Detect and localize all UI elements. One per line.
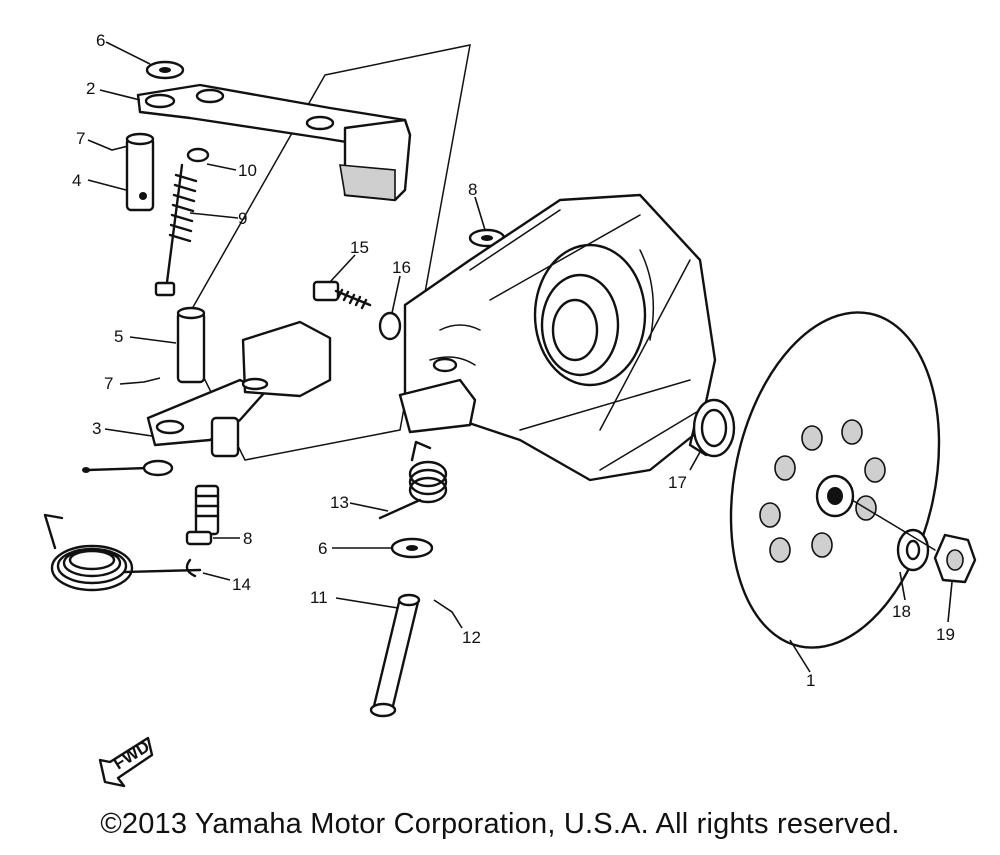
callout-5: 5 xyxy=(114,327,123,346)
cap-nut xyxy=(186,147,210,163)
lock-nut xyxy=(378,311,402,341)
callout-19: 19 xyxy=(936,625,955,644)
upper-arm-bracket xyxy=(136,83,412,202)
long-shaft xyxy=(369,593,421,718)
callout-3: 3 xyxy=(92,419,101,438)
flat-washer xyxy=(896,528,930,572)
small-bolt-washer xyxy=(82,459,174,477)
threaded-stud xyxy=(185,484,220,546)
callout-13: 13 xyxy=(330,493,349,512)
mounting-bolt xyxy=(312,280,372,310)
callout-7-top: 7 xyxy=(76,129,85,148)
callout-numbers: 6 2 7 4 10 9 8 15 16 5 7 3 17 13 8 6 14 … xyxy=(72,31,955,690)
sheave-disc xyxy=(729,311,941,649)
cast-housing xyxy=(398,193,717,482)
bearing-bushing xyxy=(688,398,736,458)
exploded-parts-diagram: FWD 6 2 7 4 10 9 8 15 16 5 xyxy=(43,31,977,788)
coil-spring-left xyxy=(43,513,202,592)
callout-8-lower: 8 xyxy=(243,529,252,548)
callout-1: 1 xyxy=(806,671,815,690)
pivot-bushing-lower xyxy=(176,306,206,384)
callout-2: 2 xyxy=(86,79,95,98)
adjust-bolt-spring xyxy=(154,163,198,297)
lower-arm-bracket xyxy=(146,320,332,458)
callout-18: 18 xyxy=(892,602,911,621)
copyright-text: ©2013 Yamaha Motor Corporation, U.S.A. A… xyxy=(100,808,900,840)
callout-4: 4 xyxy=(72,171,81,190)
mounting-plate-outline xyxy=(179,44,471,461)
callout-11: 11 xyxy=(310,588,328,607)
pivot-bushing-upper xyxy=(125,132,155,212)
callout-15: 15 xyxy=(350,238,369,257)
hex-nut xyxy=(933,533,977,584)
callout-8-top: 8 xyxy=(468,180,477,199)
callout-17: 17 xyxy=(668,473,687,492)
callout-7-lower: 7 xyxy=(104,374,113,393)
callout-6-lower: 6 xyxy=(318,539,327,558)
leader-lines xyxy=(87,41,953,673)
callout-9: 9 xyxy=(238,209,247,228)
fwd-arrow-icon: FWD xyxy=(98,737,154,788)
callout-16: 16 xyxy=(392,258,411,277)
callout-10: 10 xyxy=(238,161,257,180)
callout-12: 12 xyxy=(462,628,481,647)
callout-6-top: 6 xyxy=(96,31,105,50)
torsion-spring xyxy=(378,440,448,520)
callout-14: 14 xyxy=(232,575,251,594)
